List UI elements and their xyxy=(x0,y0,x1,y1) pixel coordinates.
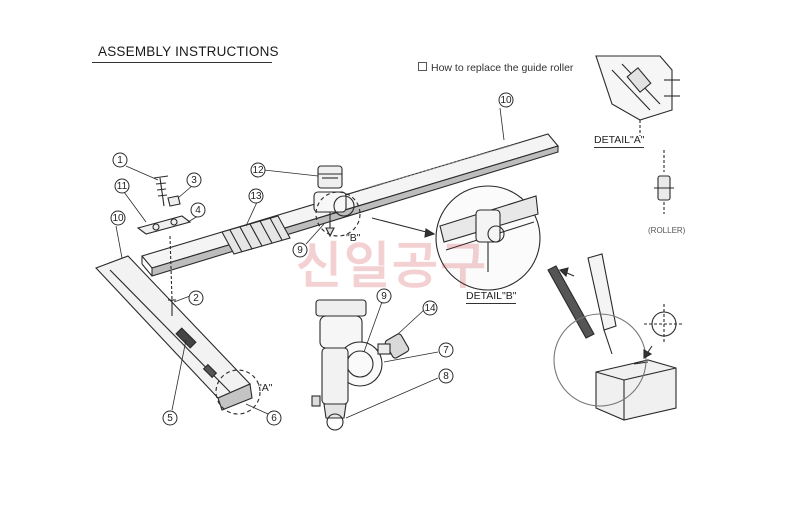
page-title: ASSEMBLY INSTRUCTIONS xyxy=(98,44,279,59)
callout-number: 4 xyxy=(195,205,201,216)
watermark-text: 신일공구 xyxy=(296,237,488,295)
marker-b-circle xyxy=(315,191,361,237)
detail-a-drawing xyxy=(595,55,680,214)
cutter-head xyxy=(311,299,410,431)
title-underline xyxy=(92,62,272,63)
callout-number: 10 xyxy=(112,213,124,224)
callout-number: 6 xyxy=(271,413,277,424)
base-foot xyxy=(95,255,253,411)
rail-grip xyxy=(221,215,291,255)
callout-number: 8 xyxy=(443,371,449,382)
callout-number: 5 xyxy=(167,413,173,424)
callout-number: 1 xyxy=(117,155,123,166)
roller-note: How to replace the guide roller xyxy=(418,62,573,74)
callout-number: 9 xyxy=(297,245,303,256)
callout-number: 11 xyxy=(117,181,128,192)
marker-a-circle xyxy=(215,369,261,415)
callout-number: 10 xyxy=(500,95,512,106)
marker-b-label: "B" xyxy=(346,232,361,244)
detail-b-label: DETAIL"B" xyxy=(466,290,517,304)
checkbox-icon xyxy=(418,62,427,71)
callout-number: 2 xyxy=(193,293,199,304)
fasteners xyxy=(136,175,192,316)
roller-replacement xyxy=(547,253,684,421)
roller-note-text: How to replace the guide roller xyxy=(431,62,574,74)
callout-number: 9 xyxy=(381,291,387,302)
callout-number: 7 xyxy=(443,345,449,356)
callout-number: 12 xyxy=(252,165,264,176)
callout-number: 13 xyxy=(250,191,262,202)
callout-number: 3 xyxy=(191,175,197,186)
rail-carriage xyxy=(313,165,355,238)
detail-b-drawing xyxy=(371,185,541,291)
callout-number: 14 xyxy=(424,303,436,314)
roller-label: (ROLLER) xyxy=(648,226,686,235)
detail-a-label: DETAIL"A" xyxy=(594,134,645,148)
marker-a-label: "A" xyxy=(258,382,273,394)
